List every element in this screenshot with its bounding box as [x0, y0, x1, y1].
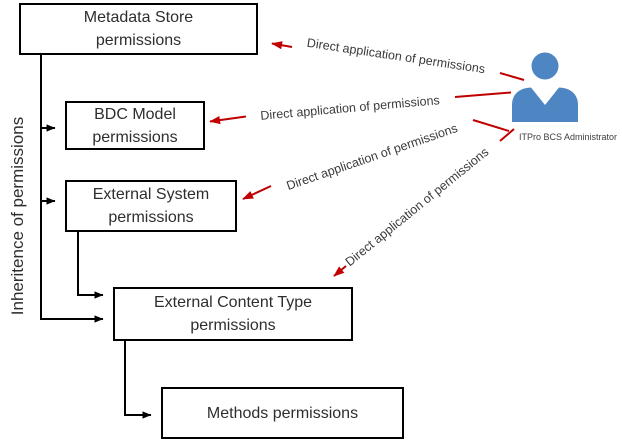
direct-arrow-tip-bdc-model [209, 115, 247, 125]
node-metadata-store-permissions: Metadata Store permissions [19, 3, 258, 55]
node-bdc-model-permissions: BDC Model permissions [65, 101, 205, 150]
node-label-line: permissions [190, 317, 276, 334]
node-label-line: Methods permissions [206, 404, 359, 422]
direct-arrow-start-external-content-type [499, 128, 515, 142]
node-external-content-type-permissions: External Content Type permissions [113, 287, 353, 341]
direct-application-arrows [209, 41, 525, 277]
node-label-line: Metadata Store [83, 9, 194, 26]
person-collar-notch [531, 87, 559, 105]
node-label-line: permissions [92, 128, 178, 146]
node-label-line: permissions [95, 32, 182, 49]
direct-arrow-start-external-system [472, 119, 510, 132]
node-label-line: External Content Type [153, 294, 313, 311]
inheritance-axis-label: Inheritence of permissions [8, 116, 27, 316]
node-label-line: BDC Model [94, 105, 176, 123]
direct-arrow-tip-metadata-store [271, 41, 293, 50]
actor-label: ITPro BCS Administrator [518, 132, 618, 142]
node-label-line: permissions [108, 209, 194, 226]
inheritance-connectors [40, 55, 152, 419]
node-label-line: External System [92, 186, 210, 203]
direct-arrow-start-metadata-store [499, 72, 525, 81]
node-methods-permissions: Methods permissions [161, 387, 404, 439]
direct-arrow-tip-external-content-type [333, 265, 347, 277]
person-icon [512, 52, 578, 122]
node-external-system-permissions: External System permissions [65, 180, 237, 232]
direct-arrow-start-bdc-model [454, 91, 512, 98]
person-head [531, 52, 559, 80]
direct-arrow-tip-external-system [242, 185, 272, 200]
